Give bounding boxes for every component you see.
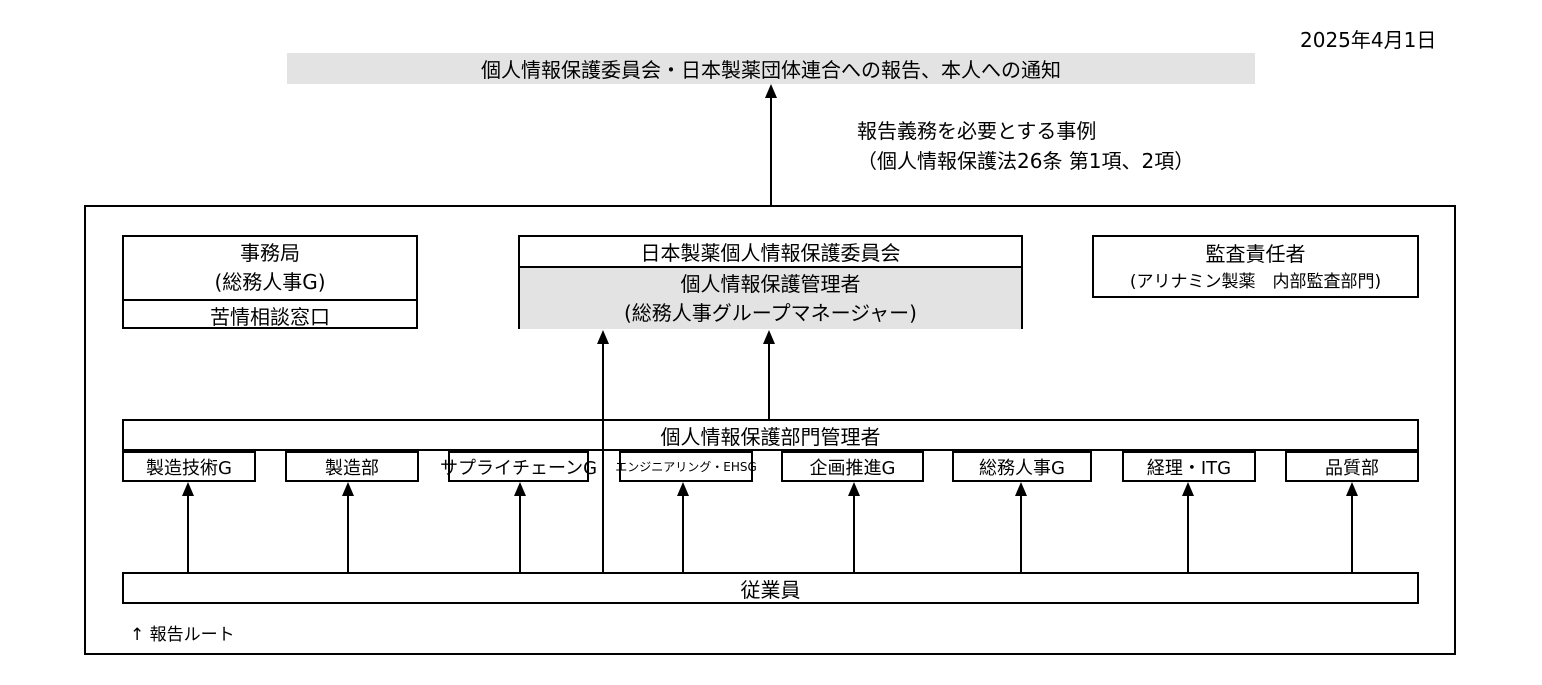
dept-box: 総務人事G bbox=[952, 451, 1092, 482]
dept-box: 企画推進G bbox=[781, 451, 924, 482]
auditor-title: 監査責任者 bbox=[1205, 241, 1306, 266]
dept-box: エンジニアリング・EHSG bbox=[615, 451, 757, 482]
committee-box: 日本製薬個人情報保護委員会 個人情報保護管理者 (総務人事グループマネージャー) bbox=[518, 235, 1023, 329]
dept-box: サプライチェーンG bbox=[440, 451, 597, 482]
report-cases-line1: 報告義務を必要とする事例 bbox=[857, 119, 1097, 143]
privacy-manager-box: 個人情報保護管理者 (総務人事グループマネージャー) bbox=[520, 268, 1021, 329]
report-cases-note: 報告義務を必要とする事例 （個人情報保護法26条 第1項、2項） bbox=[857, 116, 1194, 176]
secretariat-title: 事務局 bbox=[240, 241, 300, 265]
date-label: 2025年4月1日 bbox=[1300, 28, 1437, 52]
secretariat-sub: (総務人事G) bbox=[214, 270, 326, 294]
report-cases-line2: （個人情報保護法26条 第1項、2項） bbox=[857, 149, 1195, 173]
auditor-box: 監査責任者 (アリナミン製薬 内部監査部門) bbox=[1092, 235, 1419, 298]
dept-box: 製造技術G bbox=[122, 451, 256, 482]
secretariat-header: 事務局 (総務人事G) bbox=[124, 237, 416, 301]
legend-report-route: ↑ 報告ルート bbox=[130, 625, 235, 645]
complaints-desk: 苦情相談窓口 bbox=[210, 304, 330, 329]
organization-frame bbox=[84, 205, 1456, 655]
dept-manager-bar: 個人情報保護部門管理者 bbox=[122, 419, 1419, 451]
privacy-manager-title: 個人情報保護管理者 bbox=[680, 271, 861, 296]
committee-title: 日本製薬個人情報保護委員会 bbox=[520, 237, 1021, 268]
dept-box: 経理・ITG bbox=[1122, 451, 1256, 482]
privacy-manager-sub: (総務人事グループマネージャー) bbox=[623, 300, 917, 325]
arrowhead bbox=[765, 84, 777, 98]
employees-bar: 従業員 bbox=[122, 572, 1419, 604]
secretariat-box: 事務局 (総務人事G) 苦情相談窓口 bbox=[122, 235, 418, 329]
auditor-sub: (アリナミン製薬 内部監査部門) bbox=[1129, 271, 1382, 292]
dept-box: 品質部 bbox=[1285, 451, 1419, 482]
dept-box: 製造部 bbox=[285, 451, 419, 482]
report-banner: 個人情報保護委員会・日本製薬団体連合への報告、本人への通知 bbox=[287, 53, 1255, 84]
